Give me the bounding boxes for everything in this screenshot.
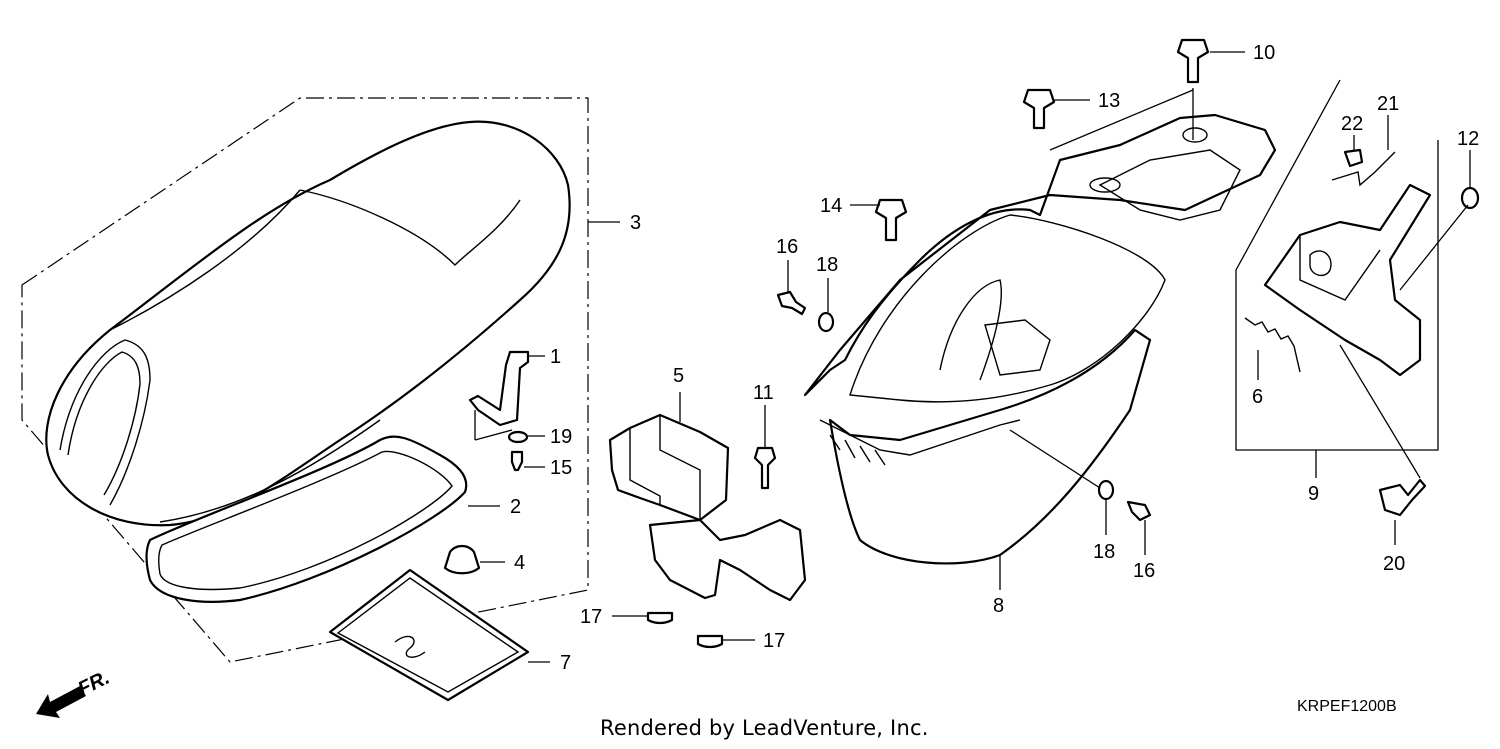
latch-bracket <box>608 413 730 522</box>
bolt-11 <box>753 446 777 490</box>
leader-lines <box>468 51 1471 663</box>
washer-18a <box>817 311 835 333</box>
seat-latch <box>1263 183 1432 377</box>
cap-nut-4 <box>443 544 481 575</box>
front-direction-arrow: FR. <box>36 667 113 718</box>
flange-nut-17a <box>646 611 674 625</box>
callout-16a: 16 <box>776 236 798 258</box>
callout-7: 7 <box>560 652 571 674</box>
clip-22 <box>1343 148 1364 168</box>
callout-12: 12 <box>1457 128 1479 150</box>
callout-22: 22 <box>1341 113 1363 135</box>
seat-gasket <box>145 435 468 603</box>
callout-20: 20 <box>1383 553 1405 575</box>
callout-19: 19 <box>550 426 572 448</box>
callout-15: 15 <box>550 457 572 479</box>
seat-assembly-outline <box>21 97 589 663</box>
callout-13: 13 <box>1098 90 1120 112</box>
callout-11: 11 <box>753 382 774 404</box>
callout-5: 5 <box>673 365 684 387</box>
document-bag <box>328 568 530 702</box>
callout-2: 2 <box>510 496 521 518</box>
callout-14: 14 <box>820 195 842 217</box>
callout-18a: 18 <box>816 254 838 276</box>
callout-3: 3 <box>630 212 641 234</box>
luggage-box <box>803 113 1277 397</box>
seat-illustration <box>45 120 571 527</box>
screw-15 <box>510 450 524 472</box>
callout-1: 1 <box>550 346 561 368</box>
rod-21 <box>1331 151 1396 187</box>
callout-labels: 1 2 3 4 5 6 7 8 9 10 11 12 13 14 15 16 1… <box>510 42 1479 674</box>
collar-12 <box>1460 186 1480 210</box>
callout-18b: 18 <box>1093 541 1115 563</box>
callout-21: 21 <box>1377 93 1399 115</box>
washer-18b <box>1097 479 1115 501</box>
bolt-14 <box>874 198 908 242</box>
callout-4: 4 <box>514 552 525 574</box>
bolt-10 <box>1176 38 1210 84</box>
washer-19 <box>507 430 529 444</box>
flange-nut-17b <box>696 634 724 649</box>
screw-16a <box>776 290 807 316</box>
spring-6 <box>1244 317 1301 373</box>
callout-9: 9 <box>1308 483 1319 505</box>
bolt-13 <box>1022 88 1056 130</box>
callout-8: 8 <box>993 595 1004 617</box>
callout-6: 6 <box>1252 386 1263 408</box>
bolt-20 <box>1378 478 1427 517</box>
credit-text: Rendered by LeadVenture, Inc. <box>600 716 929 740</box>
diagram-code: KRPEF1200B <box>1297 698 1397 715</box>
latch-assembly-outline <box>1235 79 1439 451</box>
callout-17b: 17 <box>763 630 785 652</box>
screw-16b <box>1126 500 1152 522</box>
callout-16b: 16 <box>1133 560 1155 582</box>
hinge-bracket <box>468 350 530 427</box>
callout-17a: 17 <box>580 606 602 628</box>
callout-10: 10 <box>1253 42 1275 64</box>
